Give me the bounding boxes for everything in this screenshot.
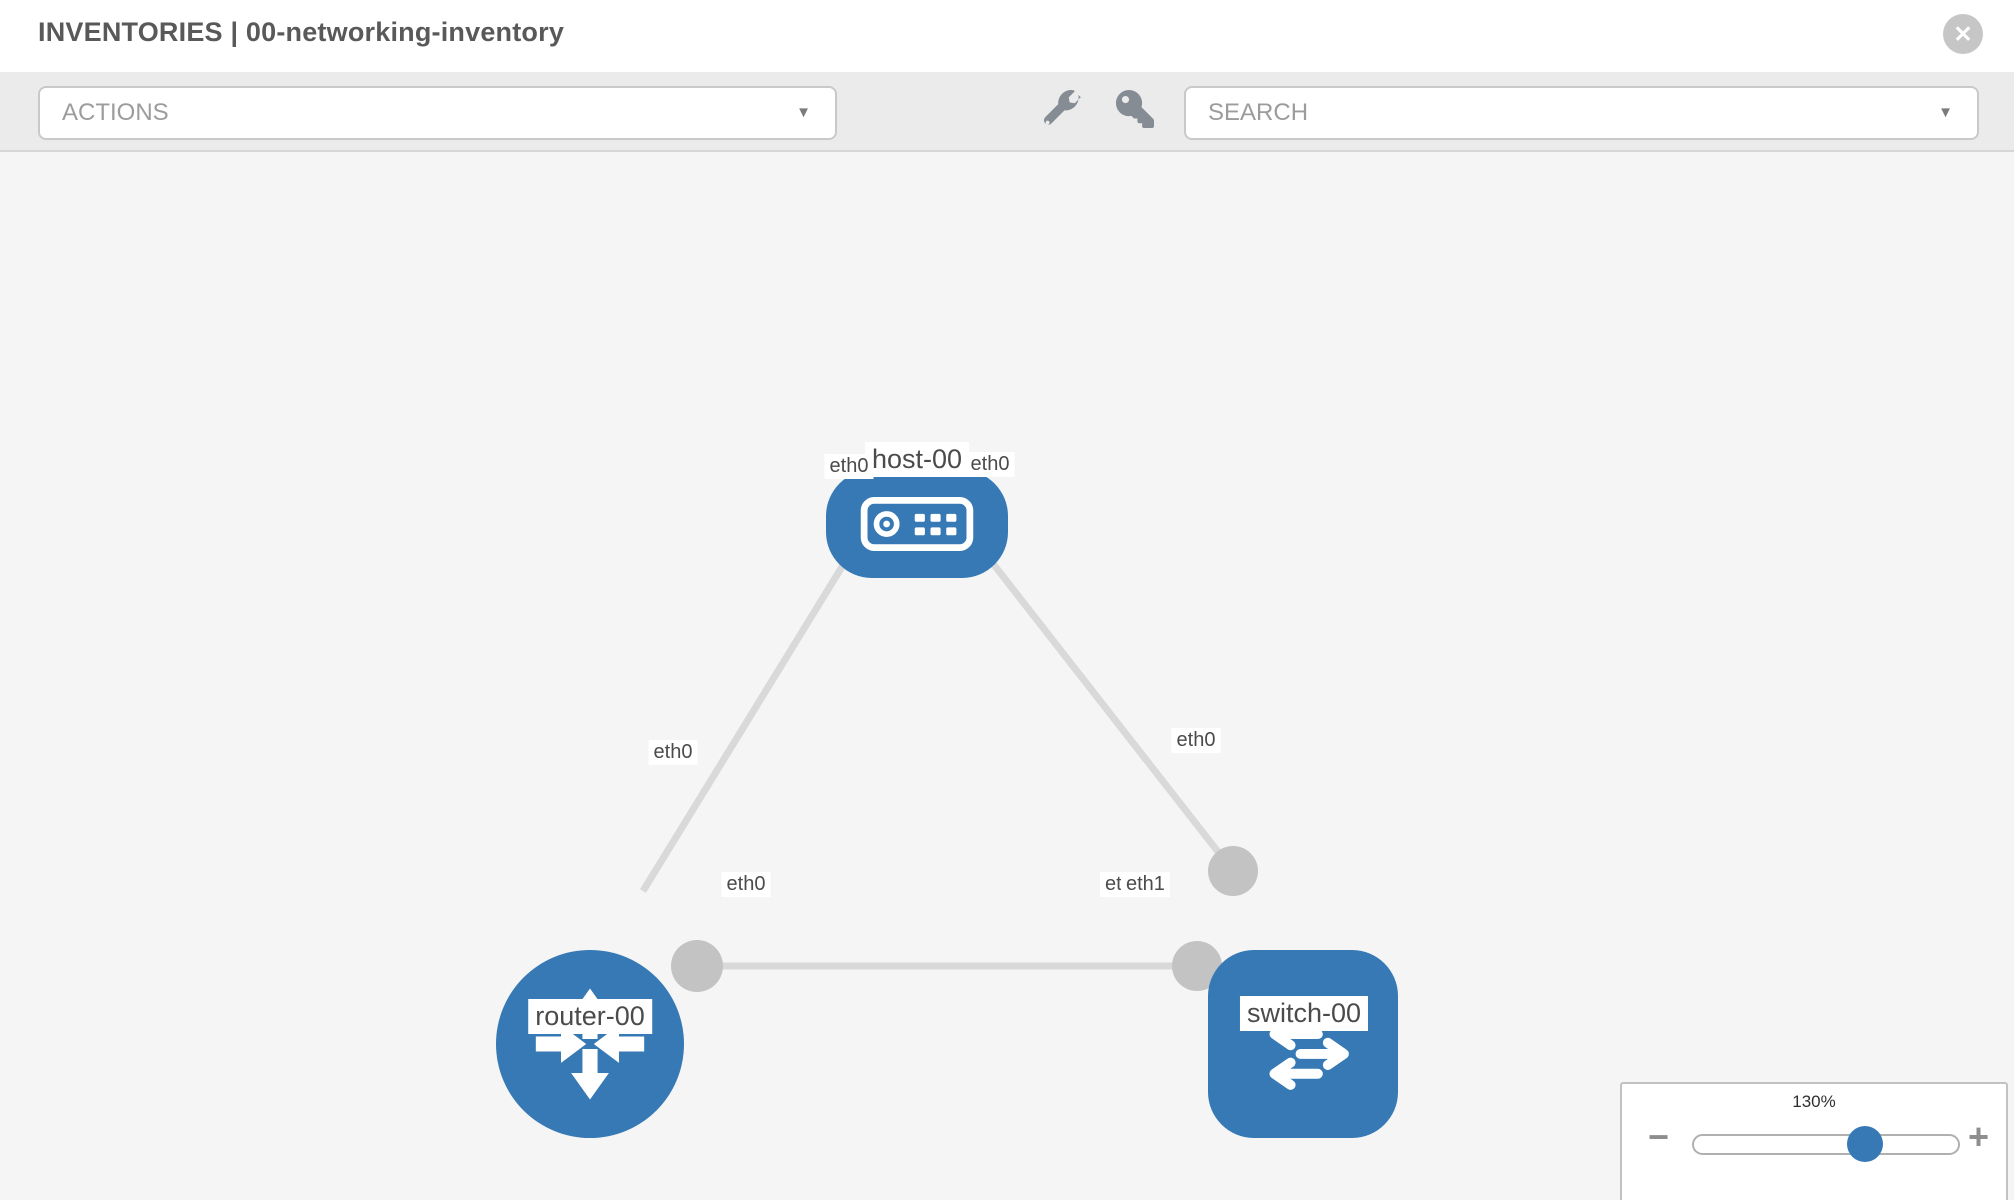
- zoom-panel: 130% − +: [1620, 1082, 2008, 1200]
- node-switch-00[interactable]: [1208, 950, 1398, 1138]
- iface-label-eth0-router-right: eth0: [721, 872, 771, 897]
- wrench-icon[interactable]: [1044, 89, 1082, 128]
- iface-label-eth0-switch-link: eth0: [1171, 728, 1221, 753]
- zoom-level-value: 130%: [1792, 1092, 1836, 1111]
- connector-switch-topleft[interactable]: [1208, 846, 1258, 896]
- actions-dropdown[interactable]: ACTIONS ▼: [38, 86, 837, 140]
- toolbar: ACTIONS ▼ SEARCH ▼: [0, 72, 2014, 152]
- topology-canvas[interactable]: host-00 router-00 switch-00 eth0 eth0 et…: [0, 152, 2014, 1200]
- connector-router-right[interactable]: [671, 940, 723, 992]
- chevron-down-icon: ▼: [796, 104, 811, 121]
- search-dropdown-label: SEARCH: [1208, 99, 1309, 126]
- link-host-router[interactable]: [640, 511, 878, 893]
- zoom-slider-track[interactable]: [1692, 1134, 1960, 1155]
- iface-label-eth0-host-left: eth0: [824, 454, 874, 479]
- connector-switch-left[interactable]: [1172, 941, 1222, 991]
- chevron-down-icon: ▼: [1938, 104, 1953, 121]
- node-host-00[interactable]: [826, 470, 1008, 578]
- iface-label-eth1-switch: eth1: [1121, 872, 1170, 897]
- page-title: INVENTORIES | 00-networking-inventory: [38, 17, 565, 47]
- key-icon[interactable]: [1116, 90, 1154, 128]
- header: INVENTORIES | 00-networking-inventory ✕: [0, 0, 2014, 72]
- zoom-in-button[interactable]: +: [1968, 1116, 1990, 1157]
- iface-label-eth0-host-right: eth0: [965, 452, 1015, 477]
- node-label-router[interactable]: router-00: [528, 999, 652, 1034]
- iface-label-eth0-router-link: eth0: [648, 740, 698, 765]
- links-layer: [640, 466, 1258, 992]
- close-icon[interactable]: ✕: [1943, 14, 1983, 54]
- node-label-switch[interactable]: switch-00: [1239, 996, 1369, 1031]
- actions-dropdown-label: ACTIONS: [62, 99, 169, 126]
- host-icon: [860, 497, 974, 551]
- link-host-switch[interactable]: [945, 503, 1236, 874]
- search-dropdown[interactable]: SEARCH ▼: [1184, 86, 1979, 140]
- node-label-host[interactable]: host-00: [864, 442, 970, 477]
- zoom-slider-thumb[interactable]: [1847, 1126, 1883, 1162]
- zoom-out-button[interactable]: −: [1648, 1116, 1670, 1157]
- node-router-00[interactable]: [496, 950, 684, 1138]
